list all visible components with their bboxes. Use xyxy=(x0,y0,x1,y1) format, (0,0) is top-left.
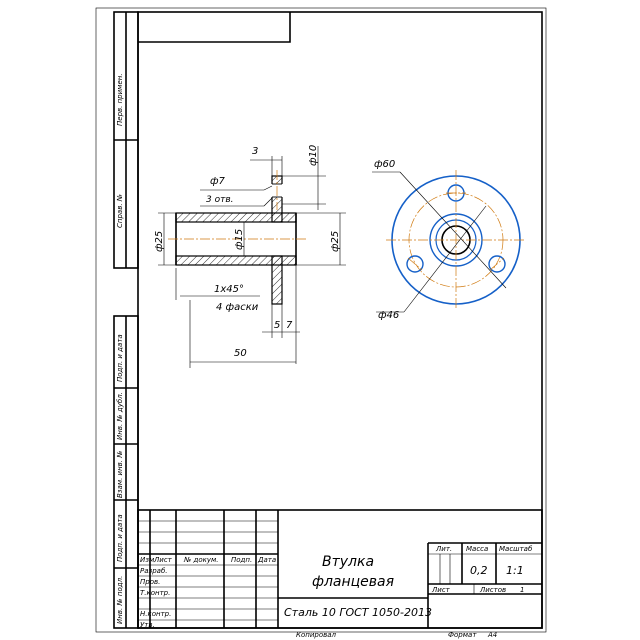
dim-chamfer-count: 4 фаски xyxy=(216,302,259,313)
sheets-value: 1 xyxy=(520,586,524,594)
title-block: Изм Лист № докум. Подп. Дата Разраб. Про… xyxy=(137,509,543,629)
section-view xyxy=(168,170,306,305)
mass-value: 0,2 xyxy=(470,564,488,577)
front-view: ф60 ф46 xyxy=(372,159,526,321)
col-izm: Изм xyxy=(140,556,155,564)
row-razrab: Разраб. xyxy=(140,567,168,575)
sheets-label: Листов xyxy=(479,586,506,594)
dim-d10: ф10 xyxy=(308,145,319,166)
scale-value: 1:1 xyxy=(506,564,524,577)
dim-d25-left: ф25 xyxy=(154,231,165,252)
lit-header: Лит. xyxy=(435,545,452,553)
dim-7: 7 xyxy=(286,320,293,331)
dim-5: 5 xyxy=(274,320,280,331)
dim-d7: ф7 xyxy=(210,176,226,187)
sheet-border xyxy=(95,7,547,633)
dim-chamfer: 1x45° xyxy=(214,284,244,295)
drawing-frame xyxy=(137,11,543,629)
col-list: Лист xyxy=(153,556,173,564)
section-dimensions: 3 ф10 ф7 3 отв. ф25 ф15 ф25 1x45° 4 фаск… xyxy=(154,145,346,368)
label-perv-primen: Перв. примен. xyxy=(116,73,124,126)
dim-d60: ф60 xyxy=(374,159,395,170)
row-tkontr: Т.контр. xyxy=(140,589,170,597)
footer-format-label: Формат xyxy=(448,631,477,639)
label-podp-data-1: Подп. и дата xyxy=(116,334,124,382)
dim-d46: ф46 xyxy=(378,310,399,321)
label-inv-dubl: Инв. № дубл. xyxy=(116,392,124,440)
material: Сталь 10 ГОСТ 1050-2013 xyxy=(284,606,432,619)
row-utv: Утв. xyxy=(140,621,155,629)
part-name-line1: Втулка xyxy=(322,554,374,570)
label-podp-data-2: Подп. и дата xyxy=(116,514,124,562)
part-name-line2: фланцевая xyxy=(312,574,394,590)
dim-d15: ф15 xyxy=(234,229,245,250)
dim-holes: 3 отв. xyxy=(206,195,234,205)
label-sprav-no: Справ. № xyxy=(116,194,124,228)
footer-copied: Копировал xyxy=(296,631,337,639)
label-vzam-inv: Взам. инв. № xyxy=(116,450,124,498)
dim-3: 3 xyxy=(252,146,258,157)
top-left-box xyxy=(138,12,291,43)
col-podp: Подп. xyxy=(231,556,252,564)
left-margin-lower: Подп. и дата Инв. № дубл. Взам. инв. № П… xyxy=(113,315,139,629)
row-prov: Пров. xyxy=(140,578,160,586)
sheet-label: Лист xyxy=(431,586,451,594)
col-data: Дата xyxy=(257,556,276,564)
col-docno: № докум. xyxy=(183,556,219,564)
mass-header: Масса xyxy=(466,545,488,553)
dim-50: 50 xyxy=(234,348,247,359)
left-margin-upper: Перв. примен. Справ. № xyxy=(113,11,139,269)
dim-d25-right: ф25 xyxy=(330,231,341,252)
row-nkontr: Н.контр. xyxy=(140,610,171,618)
scale-header: Масштаб xyxy=(499,545,533,553)
label-inv-podl: Инв. № подл. xyxy=(116,576,124,624)
footer-format-value: А4 xyxy=(487,631,497,639)
